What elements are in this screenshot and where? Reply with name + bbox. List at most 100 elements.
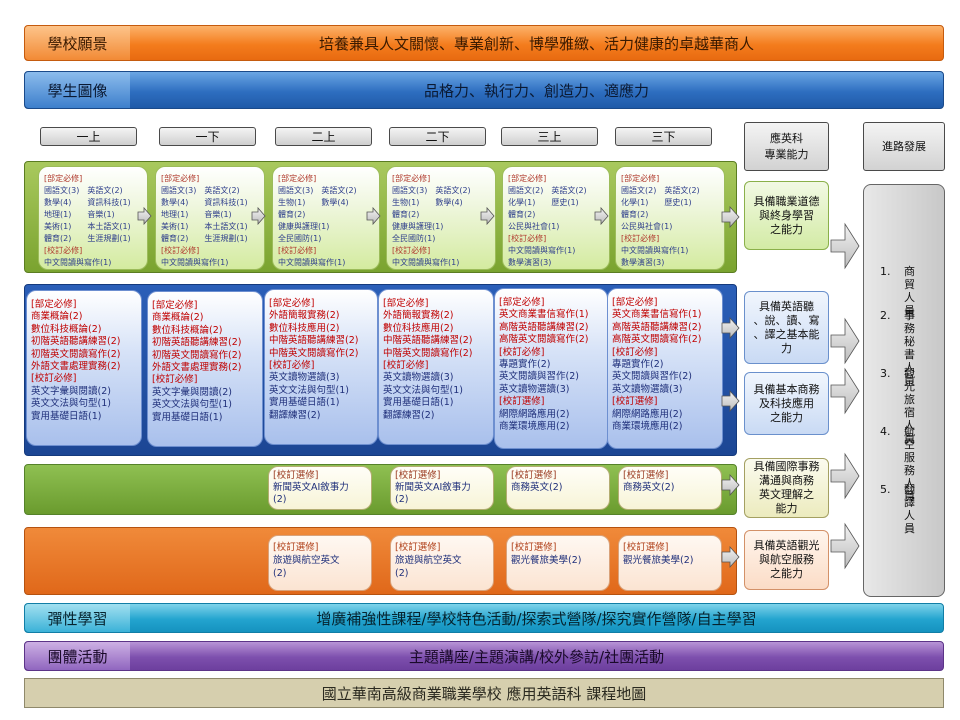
career-number: 4.: [880, 425, 891, 438]
arrow-icon: [830, 317, 860, 365]
course-category-label: [校訂選修]: [612, 396, 658, 408]
course-category-label: [校訂選修]: [395, 542, 441, 553]
course-name: 初階英文閱讀寫作(2): [31, 348, 121, 360]
school-vision-band: 學校願景 培養兼具人文關懷、專業創新、博學雅緻、活力健康的卓越華商人: [24, 25, 944, 61]
course-name: 英文讀物選讀(3): [612, 383, 683, 395]
ability-line: 之能力: [770, 410, 803, 424]
arrow-icon: [721, 389, 740, 413]
course-name: 生物(1) 數學(4): [392, 198, 463, 207]
arrow-icon: [594, 206, 609, 226]
course-card: [部定必修]國語文(3) 英語文(2)生物(1) 數學(4)體育(2)健康與護理…: [272, 166, 380, 270]
ability-text: 具備基本商務及科技應用之能力: [754, 383, 820, 425]
ability-line: 具備職業道德: [753, 194, 820, 208]
ability-line: 力: [781, 341, 792, 355]
group-activity-band: 團體活動 主題講座/主題演講/校外參訪/社團活動: [24, 641, 944, 671]
course-category-label: [部定必修]: [392, 174, 431, 183]
course-category-label: [部定必修]: [44, 174, 83, 183]
course-category-label: [校訂選修]: [623, 542, 669, 553]
ability-line: 、說、讀、寫: [753, 313, 820, 327]
course-name: 全民國防(1): [278, 234, 322, 243]
course-name: 英文閱讀與習作(2): [499, 371, 579, 383]
arrow-icon: [137, 206, 152, 226]
course-name: 數學演習(3): [508, 258, 552, 267]
ability-line: 及科技應用: [759, 396, 814, 410]
course-name: 數位科技應用(2): [269, 322, 340, 334]
course-category-label: [校訂必修]: [508, 234, 547, 243]
semester-header: 二下: [389, 127, 486, 146]
course-name: 數學(4) 資訊科技(1): [161, 198, 248, 207]
course-name: 旅遊與航空英文: [273, 555, 340, 566]
course-name: 化學(1) 歷史(1): [621, 198, 692, 207]
school-vision-label: 學校願景: [25, 26, 130, 60]
career-name: 航空服務人員: [904, 425, 915, 503]
ability-box: 具備英語觀光與航空服務之能力: [744, 530, 829, 590]
course-card: [部定必修]國語文(3) 英語文(2)生物(1) 數學(4)體育(2)健康與護理…: [386, 166, 496, 270]
school-vision-text: 培養兼具人文關懷、專業創新、博學雅緻、活力健康的卓越華商人: [318, 34, 754, 53]
course-name: 中階英語聽講練習(2): [383, 335, 473, 347]
course-name: 專題實作(2): [612, 359, 664, 371]
course-name: 實用基礎日語(1): [31, 410, 102, 422]
course-name: (2): [273, 494, 287, 505]
course-card: [部定必修]國語文(3) 英語文(2)數學(4) 資訊科技(1)地理(1) 音樂…: [38, 166, 148, 270]
course-name: 國語文(2) 英語文(2): [621, 186, 700, 195]
course-category-label: [校訂選修]: [273, 542, 319, 553]
course-name: 中文閱讀與寫作(1): [278, 258, 346, 267]
arrow-icon: [721, 205, 740, 229]
course-name: 中文閱讀與寫作(1): [508, 246, 576, 255]
ability-line: 具備英語觀光: [753, 539, 820, 552]
course-name: 新聞英文AI敘事力: [273, 482, 349, 493]
course-name: 翻譯練習(2): [383, 409, 435, 421]
career-name: 觀光旅宿人員: [904, 367, 915, 445]
ability-line: 溝通與商務: [759, 474, 814, 487]
semester-header: 一下: [159, 127, 256, 146]
course-category-label: [校訂必修]: [44, 246, 83, 255]
course-name: 地理(1) 音樂(1): [161, 210, 232, 219]
course-card: [部定必修]商業概論(2)數位科技概論(2)初階英語聽講練習(2)初階英文閱讀寫…: [147, 291, 263, 447]
ability-text: 具備英語觀光與航空服務之能力: [754, 539, 820, 581]
arrow-icon: [830, 522, 860, 570]
course-category-label: [部定必修]: [152, 300, 198, 311]
arrow-icon: [830, 452, 860, 500]
course-category-label: [校訂選修]: [499, 396, 545, 408]
course-name: 數學演習(3): [621, 258, 665, 267]
course-name: 初階英語聽講練習(2): [31, 336, 121, 348]
ability-line: 能力: [775, 502, 798, 515]
course-name: 外語簡報實務(2): [383, 310, 454, 322]
course-category-label: [校訂必修]: [621, 234, 660, 243]
course-name: 初階英文閱讀寫作(2): [152, 349, 242, 361]
career-name: 翻譯人員: [904, 483, 915, 535]
ability-line: 之能力: [770, 567, 803, 580]
course-name: 生物(1) 數學(4): [278, 198, 349, 207]
course-category-label: [校訂必修]: [392, 246, 431, 255]
course-category-label: [部定必修]: [612, 297, 658, 308]
course-card: [校訂選修]商務英文(2): [618, 466, 722, 510]
course-name: 體育(2): [621, 210, 649, 219]
course-card: [校訂選修]觀光餐旅美學(2): [506, 535, 610, 591]
course-card: [部定必修]英文商業書信寫作(1)高階英語聽講練習(2)高階英文閱讀寫作(2)[…: [607, 288, 723, 449]
course-category-label: [校訂必修]: [278, 246, 317, 255]
student-portrait-label: 學生圖像: [25, 72, 130, 108]
course-name: 中文閱讀與寫作(1): [392, 258, 460, 267]
course-category-label: [校訂選修]: [273, 470, 319, 481]
course-name: 體育(2): [392, 210, 420, 219]
course-name: 全民國防(1): [392, 234, 436, 243]
course-name: 中階英語聽講練習(2): [269, 335, 359, 347]
flexible-learning-label: 彈性學習: [25, 604, 130, 632]
course-card: [校訂選修]旅遊與航空英文(2): [390, 535, 494, 591]
semester-header: 一上: [40, 127, 137, 146]
course-category-label: [校訂必修]: [383, 360, 429, 372]
course-name: 高階英文閱讀寫作(2): [612, 334, 702, 346]
course-name: 實用基礎日語(1): [152, 411, 223, 423]
course-card: [部定必修]外語簡報實務(2)數位科技應用(2)中階英語聽講練習(2)中階英文閱…: [264, 289, 378, 445]
course-category-label: [部定必修]: [269, 298, 315, 309]
course-name: 中階英文閱讀寫作(2): [383, 347, 473, 359]
course-card: [部定必修]國語文(2) 英語文(2)化學(1) 歷史(1)體育(2)公民與社會…: [502, 166, 610, 270]
ability-box: 具備國際事務溝通與商務英文理解之能力: [744, 458, 829, 518]
dept-ability-header: 應英科 專業能力: [744, 122, 829, 171]
footer-title: 國立華南高級商業職業學校 應用英語科 課程地圖: [24, 678, 944, 708]
course-category-label: [校訂必修]: [31, 373, 77, 385]
ability-line: 之能力: [770, 222, 803, 236]
course-name: 商業環境應用(2): [499, 421, 570, 433]
